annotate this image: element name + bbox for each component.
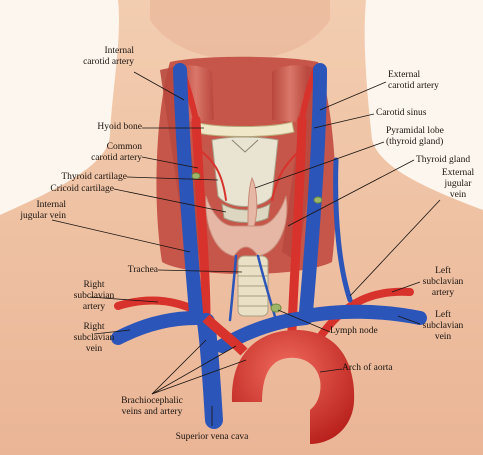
label-internal-carotid-artery: Internal carotid artery [83,46,134,67]
label-carotid-sinus: Carotid sinus [376,108,427,118]
thyroid-cartilage-shape [211,136,279,207]
label-thyroid-gland: Thyroid gland [416,155,471,165]
pyramidal-lobe-shape [247,176,258,227]
trachea-rings [237,255,269,317]
label-thyroid-cartilage: Thyroid cartilage [61,172,127,182]
brachiocephalic-trunk [202,314,248,356]
label-internal-jugular-vein: Internal jugular vein [20,200,66,221]
jaw-outline [150,0,330,60]
cricoid-cartilage-shape [221,203,271,223]
thyroid-notch [231,139,259,153]
thyroid-gland-shape [205,195,288,257]
label-left-subclavian-vein: Left subclavian vein [422,310,464,342]
lymph-node-shape-3 [313,196,323,204]
arteries [114,65,414,344]
label-pyramidal-lobe: Pyramidal lobe (thyroid gland) [386,126,444,147]
label-hyoid-bone: Hyoid bone [97,122,142,132]
label-brachiocephalic-veins-and-artery: Brachiocephalic veins and artery [121,396,183,417]
label-arch-of-aorta: Arch of aorta [342,363,393,373]
aortic-arch [231,330,355,444]
label-trachea: Trachea [127,265,158,275]
label-common-carotid-artery: Common carotid artery [91,142,142,163]
label-superior-vena-cava: Superior vena cava [175,432,249,442]
strap-muscle-right [272,65,308,122]
hyoid-bone [193,121,295,137]
lymph-node-shape-2 [191,172,201,180]
label-external-carotid-artery: External carotid artery [388,70,439,91]
label-left-subclavian-artery: Left subclavian artery [422,266,464,298]
label-cricoid-cartilage: Cricoid cartilage [50,184,114,194]
leader-lines [51,71,441,426]
label-lymph-node: Lymph node [330,326,378,336]
label-right-subclavian-artery: Right subclavian artery [73,280,115,312]
label-right-subclavian-vein: Right subclavian vein [73,322,115,354]
label-external-jugular-vein: External jugular vein [441,168,475,200]
